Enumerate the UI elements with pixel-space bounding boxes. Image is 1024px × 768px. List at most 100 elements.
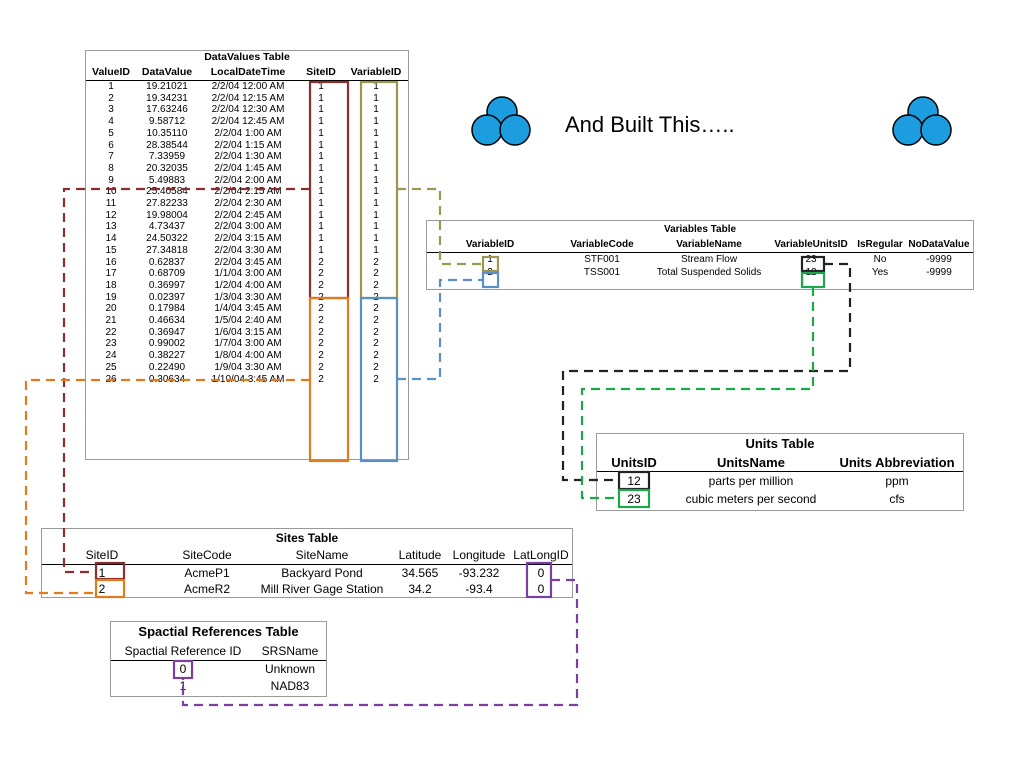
cell: Yes — [871, 267, 889, 278]
variables-table: Variables Table VariableID VariableCode … — [426, 220, 974, 290]
cell: 7.33959 — [148, 151, 186, 163]
cell: -93.4 — [465, 582, 493, 596]
connector-variable-2 — [397, 278, 483, 381]
cell: 8 — [108, 162, 114, 174]
cell: 10 — [105, 186, 117, 198]
cell: 1 — [108, 81, 114, 92]
cell: 20.32035 — [146, 162, 188, 174]
cell: Backyard Pond — [281, 566, 363, 580]
col-header: UnitsID — [611, 455, 657, 470]
cell: 1 — [318, 233, 324, 245]
col-header: VariableID — [465, 239, 515, 250]
cell: 2 — [318, 338, 324, 350]
spatial-header: Spactial Reference ID SRSName — [111, 642, 326, 661]
cell: NAD83 — [270, 679, 310, 693]
cell: 1/10/04 3:45 AM — [211, 373, 285, 385]
col-header: Spactial Reference ID — [124, 644, 242, 658]
cell: 1 — [318, 81, 324, 92]
cell: 1 — [487, 254, 493, 265]
cell: 0.36997 — [148, 279, 186, 291]
cell: 0.22490 — [148, 361, 186, 373]
cell: 1 — [373, 186, 379, 198]
cell: 2/2/04 3:30 AM — [214, 244, 282, 256]
cell: 1 — [373, 139, 379, 151]
cell: 2 — [318, 256, 324, 268]
logo-left-icon — [471, 96, 531, 146]
cell: 2/2/04 12:00 AM — [211, 81, 285, 92]
cell: 23 — [627, 492, 641, 506]
cell: 2/2/04 1:30 AM — [214, 151, 282, 163]
cell: 27.82233 — [146, 198, 188, 210]
cell: 4 — [108, 116, 114, 128]
col-header: NoDataValue — [908, 239, 970, 250]
cell: cfs — [889, 492, 905, 506]
cell: -93.232 — [458, 566, 500, 580]
cell: 18 — [105, 279, 117, 291]
cell: 1/6/04 3:15 AM — [214, 326, 282, 338]
col-header: DataValue — [141, 66, 193, 78]
cell: 24.50322 — [146, 233, 188, 245]
cell: 1 — [318, 174, 324, 186]
cell: 1 — [373, 104, 379, 116]
cell: 1 — [318, 116, 324, 128]
col-header: VariableID — [350, 66, 402, 78]
cell: 1 — [373, 244, 379, 256]
col-header: SiteCode — [182, 548, 232, 562]
cell: Stream Flow — [680, 254, 738, 265]
cell: 0.62837 — [148, 256, 186, 268]
variables-header: VariableID VariableCode VariableName Var… — [427, 237, 973, 253]
cell: 2 — [373, 268, 379, 280]
cell: 1 — [318, 127, 324, 139]
cell: 23 — [805, 254, 817, 265]
units-header: UnitsID UnitsName Units Abbreviation — [597, 454, 963, 472]
cell: 1 — [318, 221, 324, 233]
sites-header: SiteID SiteCode SiteName Latitude Longit… — [42, 547, 572, 565]
cell: 19.34231 — [146, 92, 188, 104]
datavalues-title: DataValues Table — [204, 51, 290, 63]
cell: 1 — [373, 233, 379, 245]
cell: 23 — [105, 338, 117, 350]
cell: 2/2/04 2:15 AM — [214, 186, 282, 198]
cell: parts per million — [708, 474, 794, 488]
cell: 14 — [105, 233, 117, 245]
cell: 2 — [318, 373, 324, 385]
cell: 24 — [105, 350, 117, 362]
cell: 0 — [179, 662, 187, 676]
cell: 2/2/04 2:00 AM — [214, 174, 282, 186]
sites-table: Sites Table SiteID SiteCode SiteName Lat… — [41, 528, 573, 598]
cell: 2 — [373, 291, 379, 303]
cell: 21 — [105, 315, 117, 327]
cell: 2 — [318, 268, 324, 280]
cell: 1 — [373, 127, 379, 139]
cell: 0.68709 — [148, 268, 186, 280]
cell: 17.63246 — [146, 104, 188, 116]
cell: 1 — [373, 151, 379, 163]
cell: 2 — [373, 315, 379, 327]
cell: 9.58712 — [148, 116, 186, 128]
cell: 28.38544 — [146, 139, 188, 151]
cell: 19 — [105, 291, 117, 303]
cell: 1 — [318, 162, 324, 174]
table-row: 1 NAD83 — [111, 678, 326, 695]
cell: 1 — [318, 92, 324, 104]
cell: 2 — [373, 256, 379, 268]
col-header: SiteID — [85, 548, 119, 562]
cell: 34.565 — [401, 566, 439, 580]
cell: 19.21021 — [146, 81, 188, 92]
cell: 1 — [318, 198, 324, 210]
cell: TSS001 — [583, 267, 621, 278]
cell: 2 — [318, 279, 324, 291]
table-row: 2 AcmeR2 Mill River Gage Station 34.2 -9… — [42, 581, 572, 597]
cell: 0.30634 — [148, 373, 186, 385]
